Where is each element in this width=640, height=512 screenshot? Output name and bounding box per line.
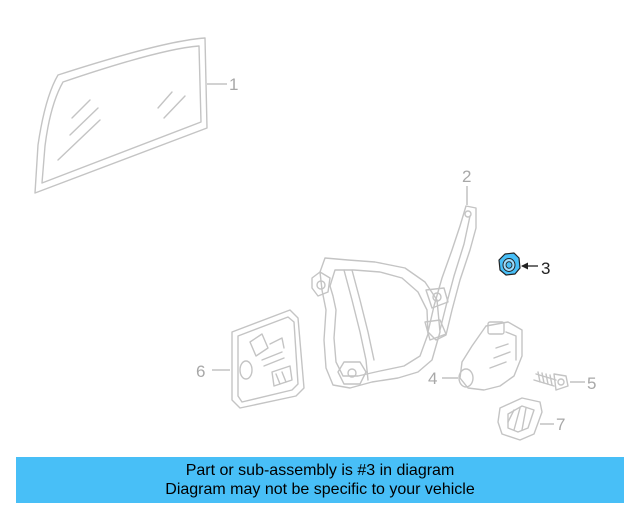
callout-6[interactable]: 6 bbox=[196, 362, 205, 381]
banner-line-part-number: Part or sub-assembly is #3 in diagram bbox=[185, 462, 455, 479]
callout-4[interactable]: 4 bbox=[428, 369, 437, 388]
leader-3-arrow bbox=[521, 262, 528, 270]
window-regulator-part[interactable] bbox=[311, 205, 477, 389]
banner-line-disclaimer: Diagram may not be specific to your vehi… bbox=[165, 481, 475, 498]
nut-part[interactable] bbox=[498, 252, 521, 276]
grommet-part[interactable] bbox=[497, 397, 543, 441]
callout-3[interactable]: 3 bbox=[541, 259, 550, 278]
regulator-motor-part[interactable] bbox=[458, 321, 523, 391]
callout-1[interactable]: 1 bbox=[229, 75, 238, 94]
callout-5[interactable]: 5 bbox=[587, 374, 596, 393]
access-cover-part[interactable] bbox=[231, 309, 305, 409]
door-glass-part[interactable] bbox=[34, 37, 208, 194]
callout-2[interactable]: 2 bbox=[462, 167, 471, 186]
info-banner: Part or sub-assembly is #3 in diagram Di… bbox=[16, 457, 624, 503]
bolt-part[interactable] bbox=[533, 371, 569, 391]
callout-7[interactable]: 7 bbox=[556, 415, 565, 434]
